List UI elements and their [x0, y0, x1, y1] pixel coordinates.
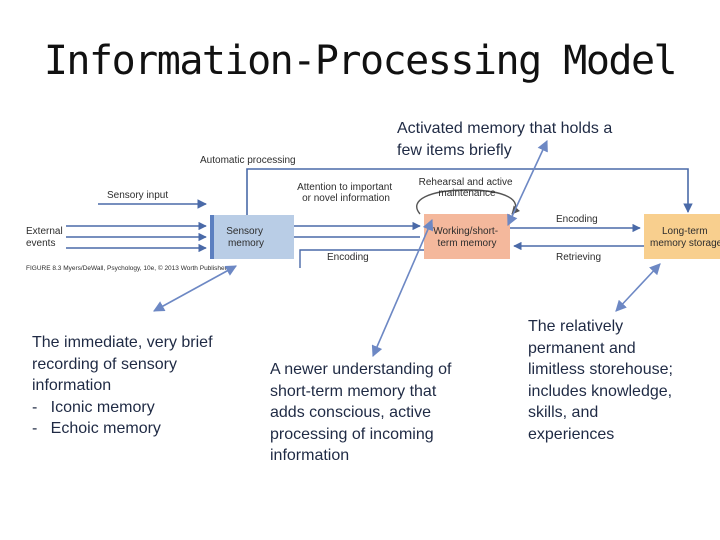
- automatic-processing-label: Automatic processing: [200, 155, 296, 166]
- slide-title: Information-Processing Model: [43, 38, 678, 84]
- figure-credit: FIGURE 8.3 Myers/DeWall, Psychology, 10e…: [26, 264, 231, 272]
- external-events-label: External events: [26, 226, 65, 249]
- sensory-memory-note: The immediate, very brief recording of s…: [32, 334, 213, 437]
- sensory-memory-accent: [210, 215, 214, 259]
- sensory-input-label: Sensory input: [107, 190, 168, 201]
- working-memory-note: Activated memory that holds a few items …: [397, 120, 613, 159]
- working-pointer: [507, 139, 548, 227]
- long-term-memory-box: [644, 214, 720, 259]
- encoding-right-label: Encoding: [556, 214, 598, 225]
- working-memory-box: [424, 214, 510, 259]
- sensory-memory-label: Sensory memory: [226, 226, 265, 249]
- sensory-pointer: [153, 265, 237, 312]
- stm-note: A newer understanding of short-term memo…: [270, 361, 452, 464]
- encoding-left-label: Encoding: [327, 252, 369, 263]
- working-memory-label: Working/short- term memory: [433, 226, 501, 249]
- rehearsal-label: Rehearsal and active maintenance: [419, 177, 516, 199]
- long-term-memory-label: Long-term memory storage: [650, 226, 720, 249]
- automatic-processing-arrow: [246, 168, 693, 215]
- attention-label: Attention to important or novel informat…: [297, 182, 395, 204]
- sensory-memory-box: [210, 215, 294, 259]
- long-term-memory-note: The relatively permanent and limitless s…: [528, 318, 673, 443]
- stm-pointer: [371, 218, 434, 358]
- ltm-pointer: [615, 263, 661, 312]
- retrieving-label: Retrieving: [556, 252, 601, 263]
